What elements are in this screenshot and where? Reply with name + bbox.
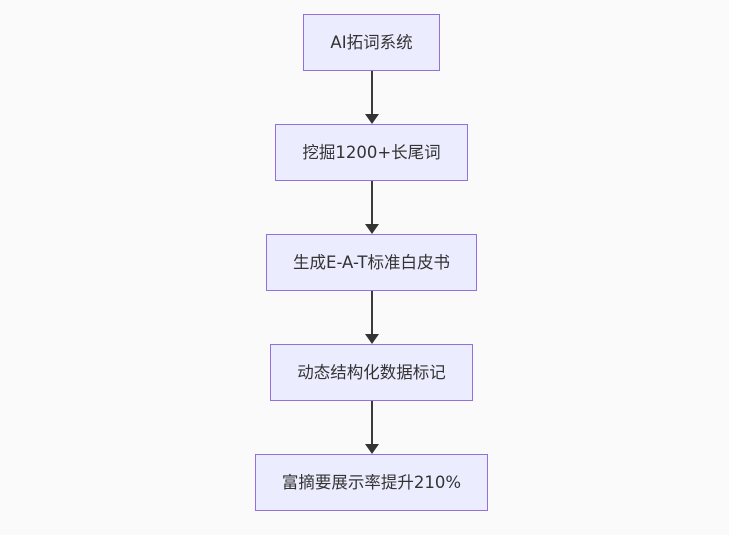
node-label: 生成E-A-T标准白皮书 bbox=[293, 253, 450, 272]
arrow-stem bbox=[370, 181, 373, 224]
arrow-down-icon bbox=[364, 334, 379, 344]
arrow-stem bbox=[370, 291, 373, 334]
arrow-stem bbox=[370, 401, 373, 444]
flowchart-node-longtail-mining: 挖掘1200+长尾词 bbox=[275, 124, 468, 181]
flowchart-node-structured-data: 动态结构化数据标记 bbox=[270, 344, 473, 401]
node-label: 富摘要展示率提升210% bbox=[281, 473, 462, 492]
flow-arrow-4 bbox=[364, 401, 379, 454]
arrow-down-icon bbox=[364, 114, 379, 124]
flow-arrow-2 bbox=[364, 181, 379, 234]
flow-arrow-1 bbox=[364, 71, 379, 124]
flowchart-canvas: AI拓词系统 挖掘1200+长尾词 生成E-A-T标准白皮书 动态结构化数据标记… bbox=[7, 0, 729, 535]
arrow-down-icon bbox=[364, 224, 379, 234]
arrow-down-icon bbox=[364, 444, 379, 454]
node-label: 挖掘1200+长尾词 bbox=[302, 143, 441, 162]
flow-arrow-3 bbox=[364, 291, 379, 344]
node-label: 动态结构化数据标记 bbox=[297, 363, 446, 382]
flowchart-node-eat-whitepaper: 生成E-A-T标准白皮书 bbox=[266, 234, 477, 291]
arrow-stem bbox=[370, 71, 373, 114]
flowchart-node-ai-keyword-system: AI拓词系统 bbox=[303, 14, 440, 71]
node-label: AI拓词系统 bbox=[330, 33, 413, 52]
flowchart-node-rich-snippet-result: 富摘要展示率提升210% bbox=[254, 454, 489, 511]
